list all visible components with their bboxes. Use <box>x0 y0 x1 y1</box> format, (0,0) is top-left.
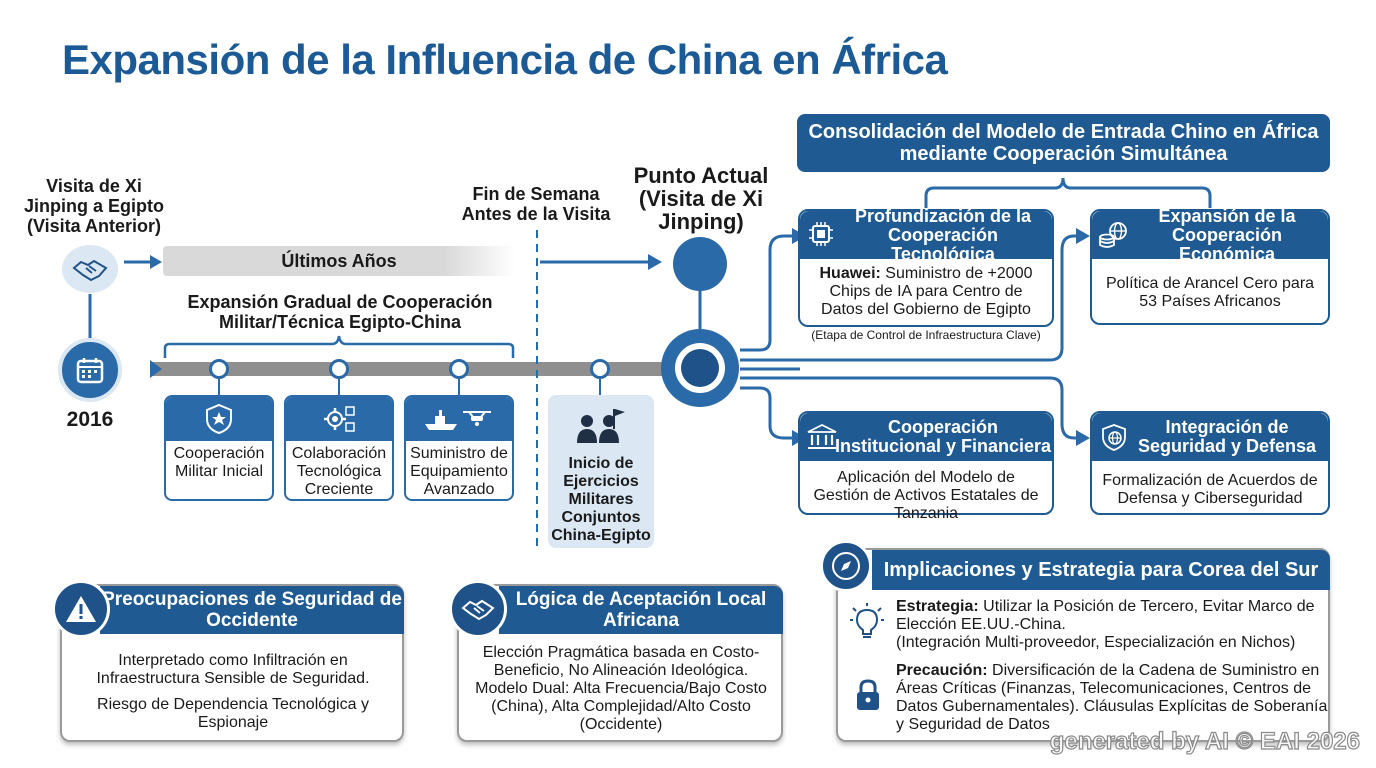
milestone-label: Cooperación Militar Inicial <box>173 445 265 480</box>
economic-card-body: Política de Arancel Cero para 53 Países … <box>1105 275 1315 310</box>
calendar-icon <box>58 338 122 402</box>
security-defense-card: Integración de Seguridad y Defensa Forma… <box>1090 411 1330 515</box>
tech-cooperation-card: Profundización de la Cooperación Tecnoló… <box>798 206 1054 327</box>
consolidation-title: Consolidación del Modelo de Entrada Chin… <box>797 114 1330 172</box>
strategy-text: Utilizar la Posición de Tercero, Evitar … <box>896 598 1315 633</box>
current-point-label: Punto Actual (Visita de Xi Jinping) <box>633 163 769 234</box>
west-concerns-p2: Riesgo de Dependencia Tecnológica y Espi… <box>97 696 369 731</box>
handshake-icon <box>449 580 507 638</box>
current-hub <box>661 329 739 407</box>
lock-icon <box>857 679 879 710</box>
current-point-marker <box>673 237 727 291</box>
timeline-node <box>449 359 469 379</box>
star-shield-icon <box>206 403 232 435</box>
caution-text: Diversificación de la Cadena de Suminist… <box>896 662 1328 733</box>
institutional-cooperation-card: Cooperación Institucional y Financiera A… <box>798 411 1054 522</box>
ship-drone-icon <box>425 410 491 430</box>
tech-card-note: (Etapa de Control de Infraestructura Cla… <box>798 328 1054 342</box>
timeline-node <box>329 359 349 379</box>
soldiers-icon <box>577 409 625 443</box>
gear-circuit-icon <box>324 406 355 432</box>
tech-card-text: Suministro de +2000 Chips de IA para Cen… <box>821 265 1033 318</box>
timeline-node <box>209 359 229 379</box>
korea-strategy-card: Implicaciones y Estrategia para Corea de… <box>836 548 1330 742</box>
chip-icon <box>809 222 833 246</box>
west-concerns-title: Preocupaciones de Seguridad de Occidente <box>100 586 404 634</box>
joint-exercise-card: Inicio de Ejercicios Militares Conjuntos… <box>548 395 654 548</box>
timeline-node <box>590 359 610 379</box>
strategy-bold: Estrategia: <box>896 598 979 615</box>
economic-cooperation-card: Expansión de la Cooperación Económica Po… <box>1090 206 1330 325</box>
milestone-card: Colaboración Tecnológica Creciente <box>284 395 394 501</box>
milestone-label: Suministro de Equipamiento Avanzado <box>410 445 508 498</box>
korea-strategy-text: Estrategia: Utilizar la Posición de Terc… <box>896 598 1328 652</box>
institutional-card-title: Cooperación Institucional y Financiera <box>800 413 1052 461</box>
prior-visit-label: Visita de Xi Jinping a Egipto (Visita An… <box>24 176 164 236</box>
security-card-body: Formalización de Acuerdos de Defensa y C… <box>1102 472 1318 507</box>
strategy-text-detail: (Integración Multi-proveedor, Especializ… <box>896 634 1296 651</box>
year-label: 2016 <box>66 408 114 431</box>
tech-card-body: Huawei: Suministro de +2000 Chips de IA … <box>800 259 1052 319</box>
west-concerns-card: Preocupaciones de Seguridad de Occidente… <box>60 584 404 742</box>
tech-card-title: Profundización de la Cooperación Tecnoló… <box>800 206 1052 263</box>
shield-globe-icon <box>1102 424 1126 451</box>
tech-card-bold: Huawei: <box>819 265 881 282</box>
west-concerns-p1: Interpretado como Infiltración en Infrae… <box>96 652 370 687</box>
korea-caution-text: Precaución: Diversificación de la Cadena… <box>896 662 1330 734</box>
handshake-icon <box>62 245 118 293</box>
joint-exercise-label: Inicio de Ejercicios Militares Conjuntos… <box>551 455 651 544</box>
korea-strategy-title: Implicaciones y Estrategia para Corea de… <box>872 550 1330 590</box>
page-title: Expansión de la Influencia de China en Á… <box>62 36 948 83</box>
caution-bold: Precaución: <box>896 662 988 679</box>
gradual-expansion-label: Expansión Gradual de Cooperación Militar… <box>187 292 493 332</box>
milestone-label: Colaboración Tecnológica Creciente <box>291 445 387 498</box>
compass-icon <box>820 540 872 592</box>
security-card-title: Integración de Seguridad y Defensa <box>1092 413 1328 461</box>
globe-coins-icon <box>1099 222 1127 248</box>
local-acceptance-title: Lógica de Aceptación Local Africana <box>499 586 783 634</box>
milestone-card: Cooperación Militar Inicial <box>164 395 274 501</box>
bank-icon <box>807 423 837 449</box>
local-acceptance-card: Lógica de Aceptación Local Africana Elec… <box>457 584 783 742</box>
milestone-card: Suministro de Equipamiento Avanzado <box>404 395 514 501</box>
watermark: generated by AI © EAI 2026 <box>1049 727 1360 755</box>
local-acceptance-body: Elección Pragmática basada en Costo-Bene… <box>475 644 767 733</box>
lightbulb-icon <box>850 603 884 638</box>
weekend-label: Fin de Semana Antes de la Visita <box>461 184 611 224</box>
warning-icon <box>52 580 110 638</box>
institutional-card-body: Aplicación del Modelo de Gestión de Acti… <box>813 469 1039 522</box>
recent-years-bar <box>163 246 515 276</box>
economic-card-title: Expansión de la Cooperación Económica <box>1092 206 1328 263</box>
recent-years-label: Últimos Años <box>281 251 397 271</box>
